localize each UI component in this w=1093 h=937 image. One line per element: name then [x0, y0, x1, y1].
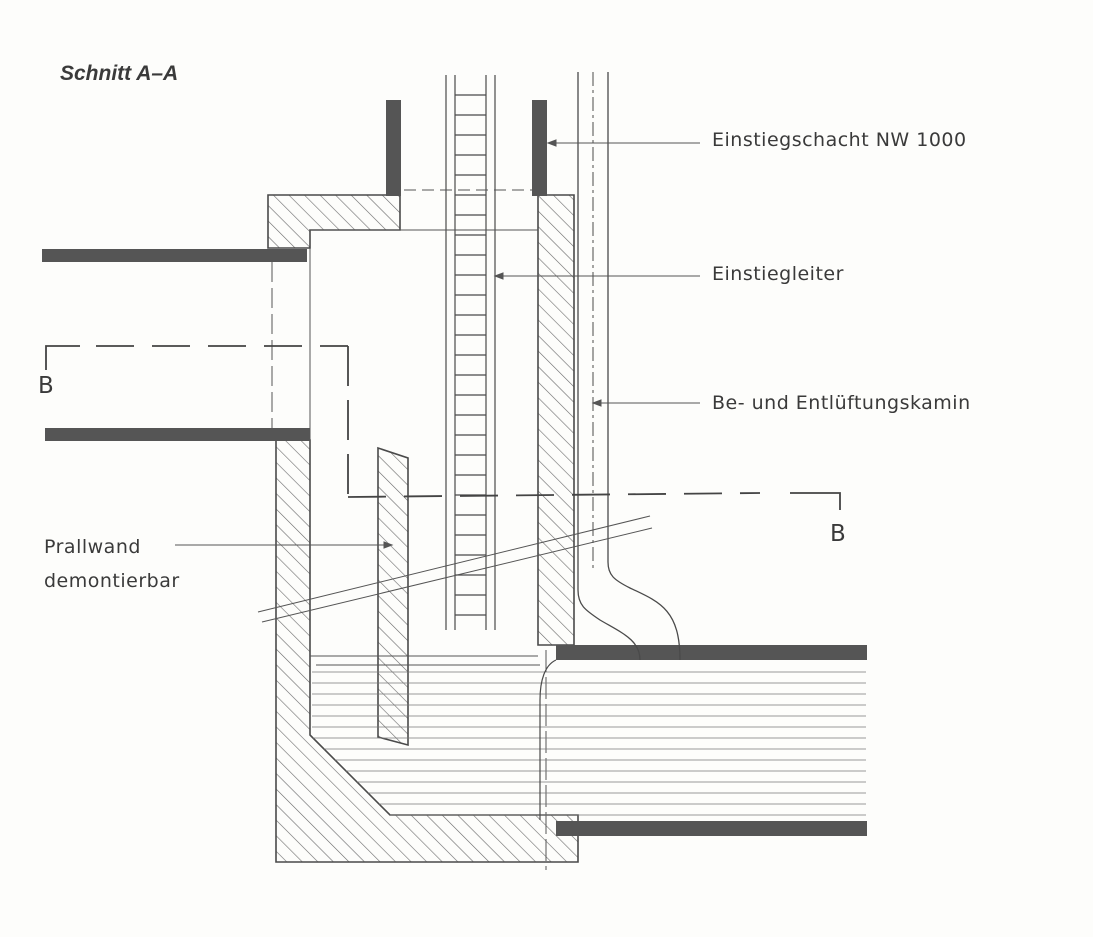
outlet-pipe-top — [556, 645, 867, 660]
concrete-body — [267, 194, 579, 863]
outlet-entry — [539, 659, 557, 820]
outlet-pipe-bottom — [556, 821, 867, 836]
section-line-b — [45, 345, 841, 510]
inlet-pipe-bottom — [45, 428, 310, 441]
inlet-pipe-top — [42, 249, 307, 262]
ventilation-chimney — [577, 72, 681, 661]
section-mark-left: B — [38, 373, 55, 399]
baffle-wall — [377, 446, 409, 747]
label-demontierbar: demontierbar — [44, 570, 180, 592]
right-shaft-wall — [537, 194, 575, 646]
top-cap — [267, 194, 401, 249]
label-einstiegleiter: Einstiegleiter — [712, 263, 844, 285]
water-fill — [312, 671, 866, 816]
section-mark-right: B — [830, 521, 847, 547]
ladder — [445, 75, 496, 630]
label-prallwand: Prallwand — [44, 536, 141, 558]
label-kamin: Be- und Entlüftungskamin — [712, 392, 971, 414]
solid-members — [42, 100, 867, 836]
drawing-title: Schnitt A–A — [60, 62, 179, 85]
shaft-wall-left — [386, 100, 401, 196]
leader-lines — [175, 139, 700, 549]
shaft-wall-right — [532, 100, 547, 196]
outer-wall-bottom — [275, 439, 579, 863]
label-einstiegschacht: Einstiegschacht NW 1000 — [712, 129, 967, 151]
